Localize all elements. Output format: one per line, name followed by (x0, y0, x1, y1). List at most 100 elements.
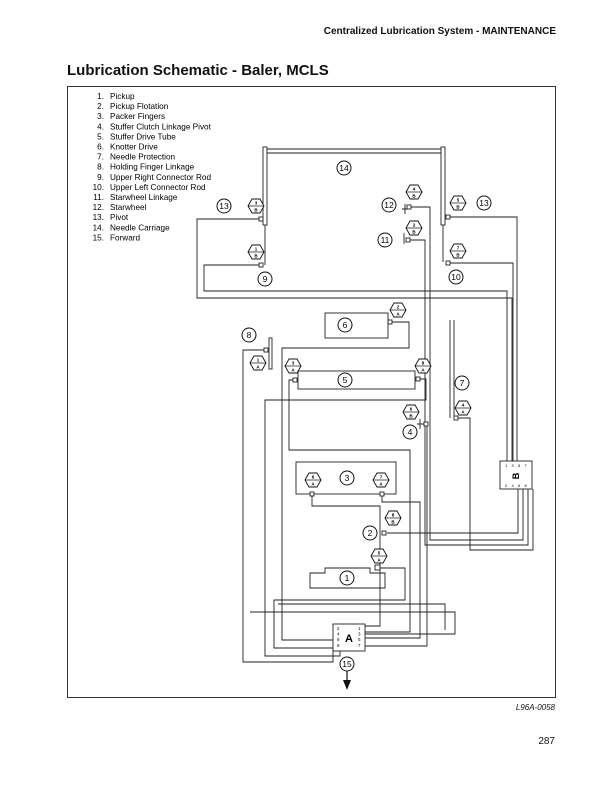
legend-number: 7. (97, 153, 104, 162)
svg-text:A: A (291, 368, 295, 373)
legend-item: 10.Upper Left Connector Rod (93, 183, 206, 192)
legend-label: Forward (110, 233, 140, 242)
callout-9: 9 (257, 271, 273, 287)
running-header: Centralized Lubrication System - MAINTEN… (323, 26, 556, 37)
svg-text:5: 5 (457, 198, 460, 203)
fitting-hex-label: 3A (284, 358, 302, 374)
legend-item: 15.Forward (93, 233, 141, 242)
svg-text:8: 8 (247, 330, 252, 340)
legend-number: 1. (97, 92, 104, 101)
figure-code: L96A-0058 (515, 703, 555, 712)
legend-item: 7. Needle Protection (97, 153, 175, 162)
legend-item: 9.Upper Right Connector Rod (97, 173, 211, 182)
svg-text:12: 12 (384, 200, 394, 210)
port-label: 8 (337, 643, 340, 648)
svg-text:5: 5 (378, 551, 381, 556)
svg-text:6: 6 (312, 475, 315, 480)
legend-item: 8. Holding Finger Linkage (97, 163, 194, 172)
svg-text:1: 1 (255, 247, 258, 252)
legend-label: Pickup Flotation (110, 102, 169, 111)
legend-number: 14. (93, 223, 104, 232)
distributor-b-label: B (511, 472, 521, 479)
legend-label: Starwheel Linkage (110, 193, 178, 202)
svg-text:A: A (377, 558, 381, 563)
svg-text:B: B (254, 254, 258, 259)
svg-text:14: 14 (339, 163, 349, 173)
callout-7: 7 (454, 375, 470, 391)
callout-4: 4 (402, 424, 418, 440)
legend-label: Packer Fingers (110, 112, 165, 121)
legend-number: 13. (93, 213, 104, 222)
fitting-hex-label: 1A (249, 355, 267, 371)
fitting-hex-label: 5B (449, 195, 467, 211)
legend-item: 1.Pickup (97, 92, 135, 101)
legend-label: Needle Protection (110, 153, 176, 162)
svg-text:2: 2 (413, 223, 416, 228)
svg-text:A: A (379, 482, 383, 487)
svg-text:B: B (412, 230, 416, 235)
legend-label: Stuffer Clutch Linkage Pivot (110, 122, 212, 131)
svg-text:3: 3 (292, 361, 295, 366)
svg-text:1: 1 (345, 573, 350, 583)
svg-text:3: 3 (255, 201, 258, 206)
fitting-hex-label: 1B (247, 244, 265, 260)
port-label: 3 (358, 632, 361, 637)
callout-3: 3 (339, 470, 355, 486)
legend-item: 3.Packer Fingers (97, 112, 165, 121)
fitting-hex-label: 5A (370, 548, 388, 564)
svg-text:11: 11 (381, 235, 390, 245)
callout-1: 1 (339, 570, 355, 586)
callout-13: 13 (216, 198, 232, 214)
legend-number: 8. (97, 163, 104, 172)
svg-text:8: 8 (392, 513, 395, 518)
legend-label: Upper Right Connector Rod (110, 173, 211, 182)
legend-label: Holding Finger Linkage (110, 163, 195, 172)
svg-text:13: 13 (479, 198, 489, 208)
svg-text:9: 9 (263, 274, 268, 284)
callout-8: 8 (241, 327, 257, 343)
legend-number: 2. (97, 102, 104, 111)
svg-text:7: 7 (457, 246, 460, 251)
fitting-hex-label: 4B (405, 184, 423, 200)
legend-number: 11. (93, 193, 104, 202)
callout-10: 10 (448, 269, 464, 285)
legend-item: 11. Starwheel Linkage (93, 193, 178, 202)
fitting-hex-label: 3B (247, 198, 265, 214)
port-label: 7 (358, 643, 361, 648)
svg-text:13: 13 (219, 201, 229, 211)
port-label: 1 (505, 463, 508, 468)
port-label: 2 (337, 626, 340, 631)
svg-text:3: 3 (345, 473, 350, 483)
port-label: 1 (358, 626, 361, 631)
svg-text:7: 7 (380, 475, 383, 480)
callout-12: 12 (381, 197, 397, 213)
callout-5: 5 (337, 372, 353, 388)
legend-number: 12. (93, 203, 104, 212)
svg-text:B: B (456, 253, 460, 258)
port-label: 5 (358, 637, 361, 642)
callout-14: 14 (336, 160, 352, 176)
legend-item: 5.Stuffer Drive Tube (97, 132, 176, 141)
svg-text:4: 4 (462, 403, 465, 408)
page-title: Lubrication Schematic - Baler, MCLS (67, 62, 329, 79)
legend-number: 6. (97, 143, 104, 152)
page-number: 287 (538, 736, 555, 747)
port-label: 4 (337, 632, 340, 637)
port-label: 3 (512, 463, 515, 468)
svg-text:A: A (421, 368, 425, 373)
svg-text:B: B (456, 205, 460, 210)
legend-number: 4. (97, 122, 104, 131)
svg-text:B: B (254, 208, 258, 213)
port-label: 8 (525, 483, 528, 488)
figure-frame (67, 86, 556, 698)
port-label: 7 (525, 463, 528, 468)
svg-text:B: B (409, 414, 413, 419)
port-label: 6 (518, 483, 521, 488)
svg-text:8: 8 (422, 361, 425, 366)
svg-text:6: 6 (410, 407, 413, 412)
